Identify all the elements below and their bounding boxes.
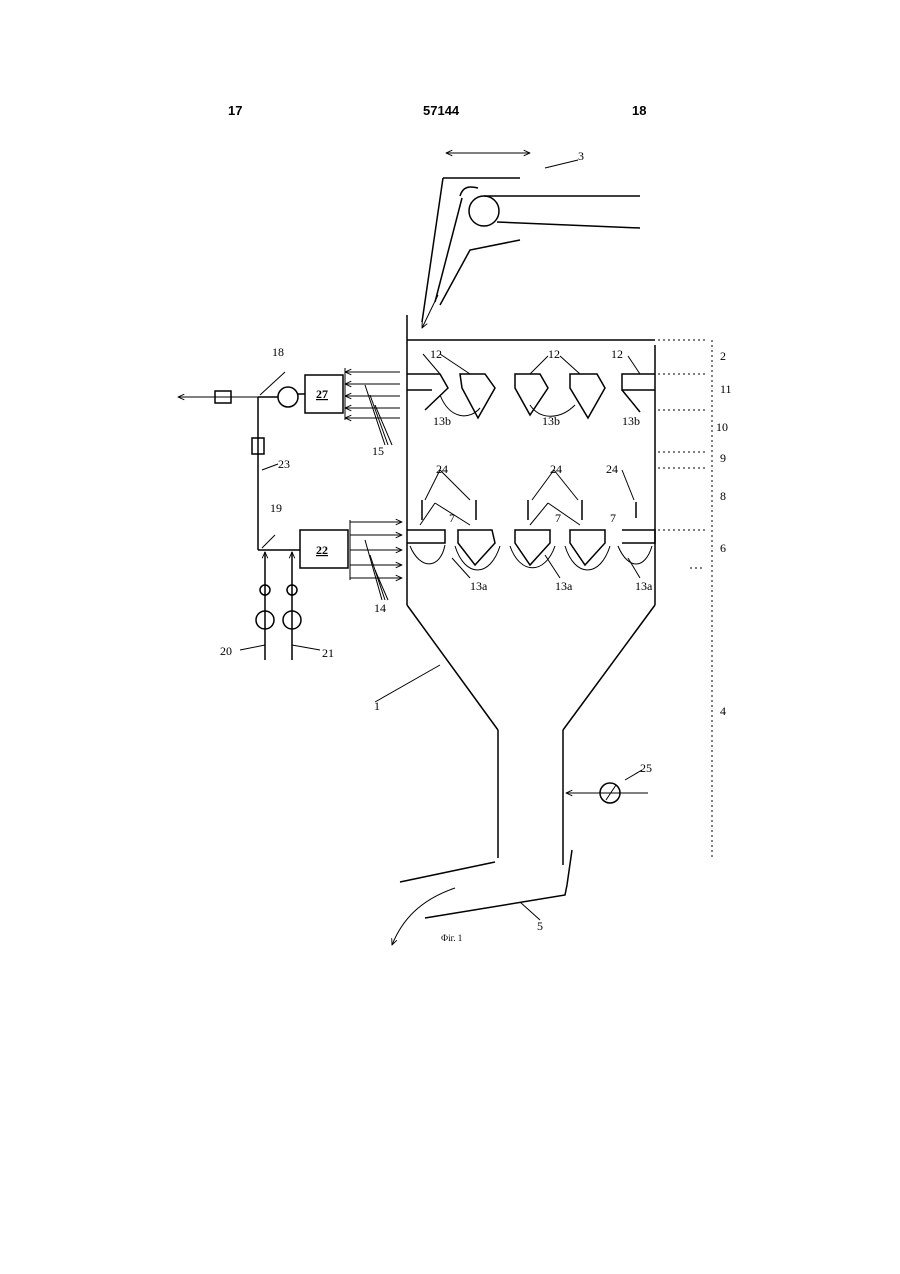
figure-caption: Фіг. 1 xyxy=(441,933,462,943)
label-6: 6 xyxy=(720,541,726,555)
label-14: 14 xyxy=(374,601,386,615)
label-12-b: 12 xyxy=(548,347,560,361)
label-13b-a: 13b xyxy=(433,414,451,428)
label-12-a: 12 xyxy=(430,347,442,361)
label-27: 27 xyxy=(316,387,328,401)
control-system xyxy=(178,372,348,660)
label-13b-c: 13b xyxy=(622,414,640,428)
lower-ducts xyxy=(407,470,655,578)
label-11: 11 xyxy=(720,382,732,396)
upper-ducts xyxy=(407,354,655,418)
label-13a-b: 13a xyxy=(555,579,573,593)
flow-arrows xyxy=(345,368,402,600)
label-22: 22 xyxy=(316,543,328,557)
gas-inlet-25 xyxy=(566,770,648,803)
label-18: 18 xyxy=(272,345,284,359)
label-20: 20 xyxy=(220,644,232,658)
label-24-a: 24 xyxy=(436,462,448,476)
label-1: 1 xyxy=(374,699,380,713)
label-9: 9 xyxy=(720,451,726,465)
label-19: 19 xyxy=(270,501,282,515)
label-7-a: 7 xyxy=(449,511,455,525)
label-23: 23 xyxy=(278,457,290,471)
label-7-c: 7 xyxy=(610,511,616,525)
conveyor xyxy=(422,153,640,328)
label-10: 10 xyxy=(716,420,728,434)
label-24-c: 24 xyxy=(606,462,618,476)
label-12-c: 12 xyxy=(611,347,623,361)
label-13a-c: 13a xyxy=(635,579,653,593)
shaft-body xyxy=(375,315,655,865)
label-13a-a: 13a xyxy=(470,579,488,593)
label-21: 21 xyxy=(322,646,334,660)
label-8: 8 xyxy=(720,489,726,503)
label-13b-b: 13b xyxy=(542,414,560,428)
label-5: 5 xyxy=(537,919,543,933)
label-4: 4 xyxy=(720,704,726,718)
zone-marks xyxy=(658,340,712,860)
label-24-b: 24 xyxy=(550,462,562,476)
label-15: 15 xyxy=(372,444,384,458)
label-25: 25 xyxy=(640,761,652,775)
label-2: 2 xyxy=(720,349,726,363)
label-7-b: 7 xyxy=(555,511,561,525)
label-3: 3 xyxy=(578,149,584,163)
outlet-chute xyxy=(392,850,572,945)
